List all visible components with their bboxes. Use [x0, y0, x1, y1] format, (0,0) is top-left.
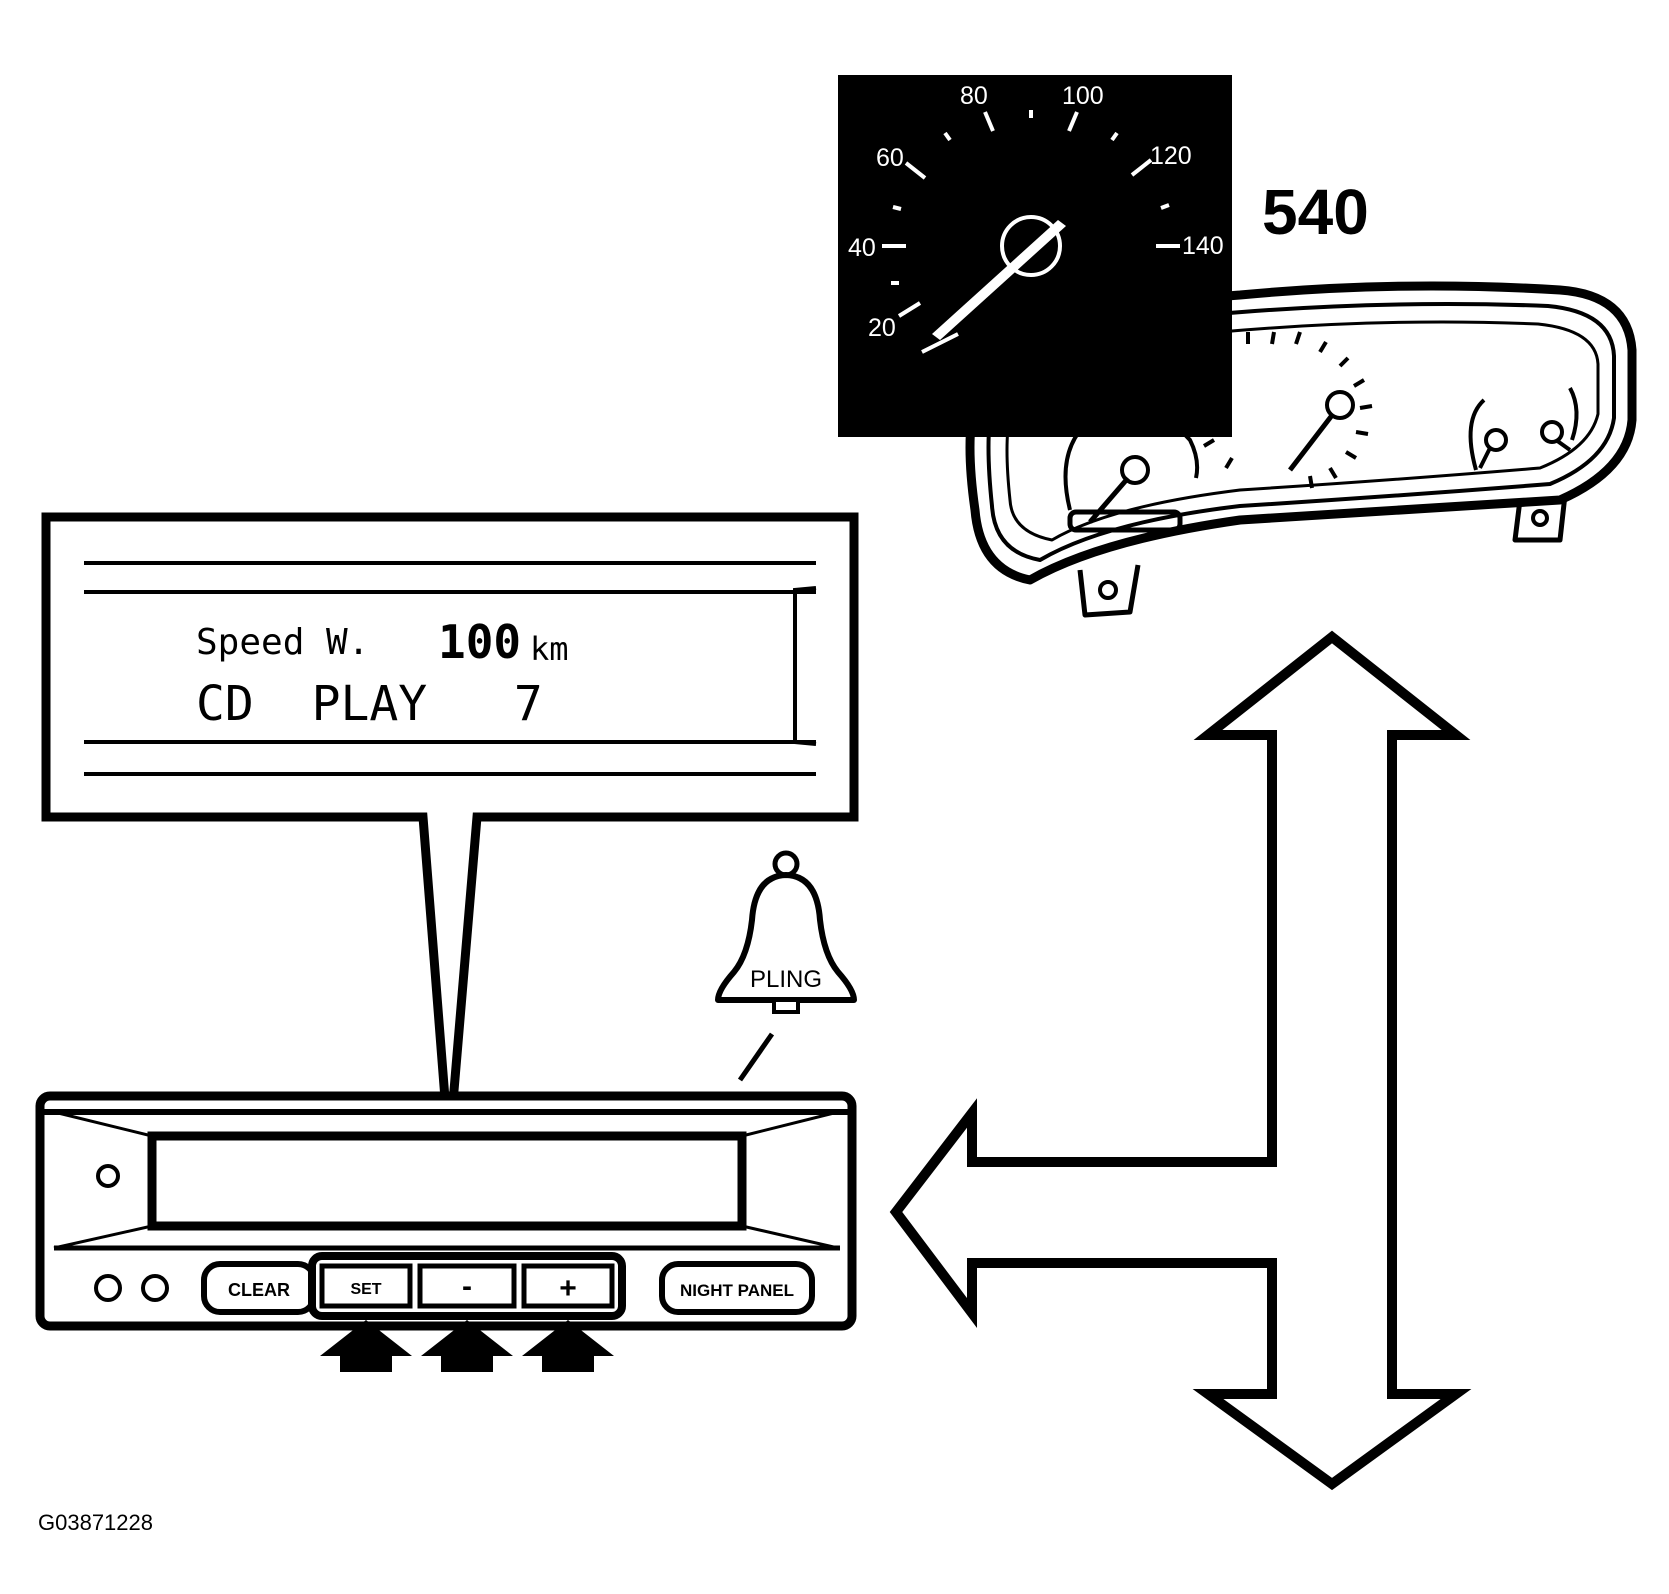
- clear-button[interactable]: CLEAR: [201, 1261, 317, 1315]
- set-button-label: SET: [350, 1281, 381, 1298]
- double-arrow-icon: [889, 630, 1472, 1491]
- plus-button-label: +: [559, 1272, 577, 1305]
- speedometer-ticks: [882, 110, 1180, 318]
- display-callout: Speed W. 100 km CD PLAY 7: [41, 512, 859, 1151]
- speedometer-background: [838, 75, 1232, 437]
- light-sensor: [96, 1164, 120, 1188]
- plus-button[interactable]: +: [521, 1263, 615, 1309]
- callout-number: 540: [1262, 176, 1369, 248]
- plus-press-arrow-icon: [522, 1320, 614, 1372]
- display-line1-label: Speed W.: [196, 622, 369, 663]
- press-arrows: [320, 1320, 614, 1372]
- display-line2: CD PLAY 7: [196, 676, 543, 732]
- scale-label-40: 40: [848, 234, 876, 262]
- control-panel: CLEAR SET - + NIGHT PANEL: [35, 1091, 857, 1331]
- speedometer-hub: [1000, 215, 1062, 277]
- clear-button-label: CLEAR: [228, 1280, 290, 1300]
- night-panel-button[interactable]: NIGHT PANEL: [659, 1261, 815, 1315]
- minus-button[interactable]: -: [417, 1263, 517, 1309]
- scale-label-60: 60: [876, 144, 904, 172]
- scale-label-20: 20: [868, 314, 896, 342]
- display-line1-value: 100: [438, 615, 521, 669]
- minus-button-label: -: [462, 1270, 472, 1303]
- scale-label-80: 80: [960, 82, 988, 110]
- callout-box: [41, 512, 859, 1151]
- instrument-cluster: [965, 281, 1637, 618]
- indicator-left: [94, 1274, 122, 1302]
- indicator-right: [141, 1274, 169, 1302]
- display-line1-unit: km: [530, 630, 569, 668]
- set-button[interactable]: SET: [319, 1263, 413, 1309]
- minus-press-arrow-icon: [421, 1320, 513, 1372]
- panel-screen: [147, 1131, 747, 1231]
- bell-leader-line: [737, 1032, 775, 1082]
- bell-icon: PLING: [715, 850, 857, 1082]
- needle-tail: [921, 332, 959, 354]
- speedometer-needle: [932, 220, 1066, 340]
- scale-label-140: 140: [1182, 232, 1224, 260]
- scale-label-120: 120: [1150, 142, 1192, 170]
- speedometer-inset: 20 40 60 80 100 120 140: [838, 75, 1232, 437]
- scale-label-100: 100: [1062, 82, 1104, 110]
- set-press-arrow-icon: [320, 1320, 412, 1372]
- chime-label: PLING: [750, 966, 822, 993]
- data-link-arrows: [889, 630, 1472, 1491]
- figure-id: G03871228: [38, 1510, 153, 1535]
- night-panel-button-label: NIGHT PANEL: [680, 1281, 794, 1300]
